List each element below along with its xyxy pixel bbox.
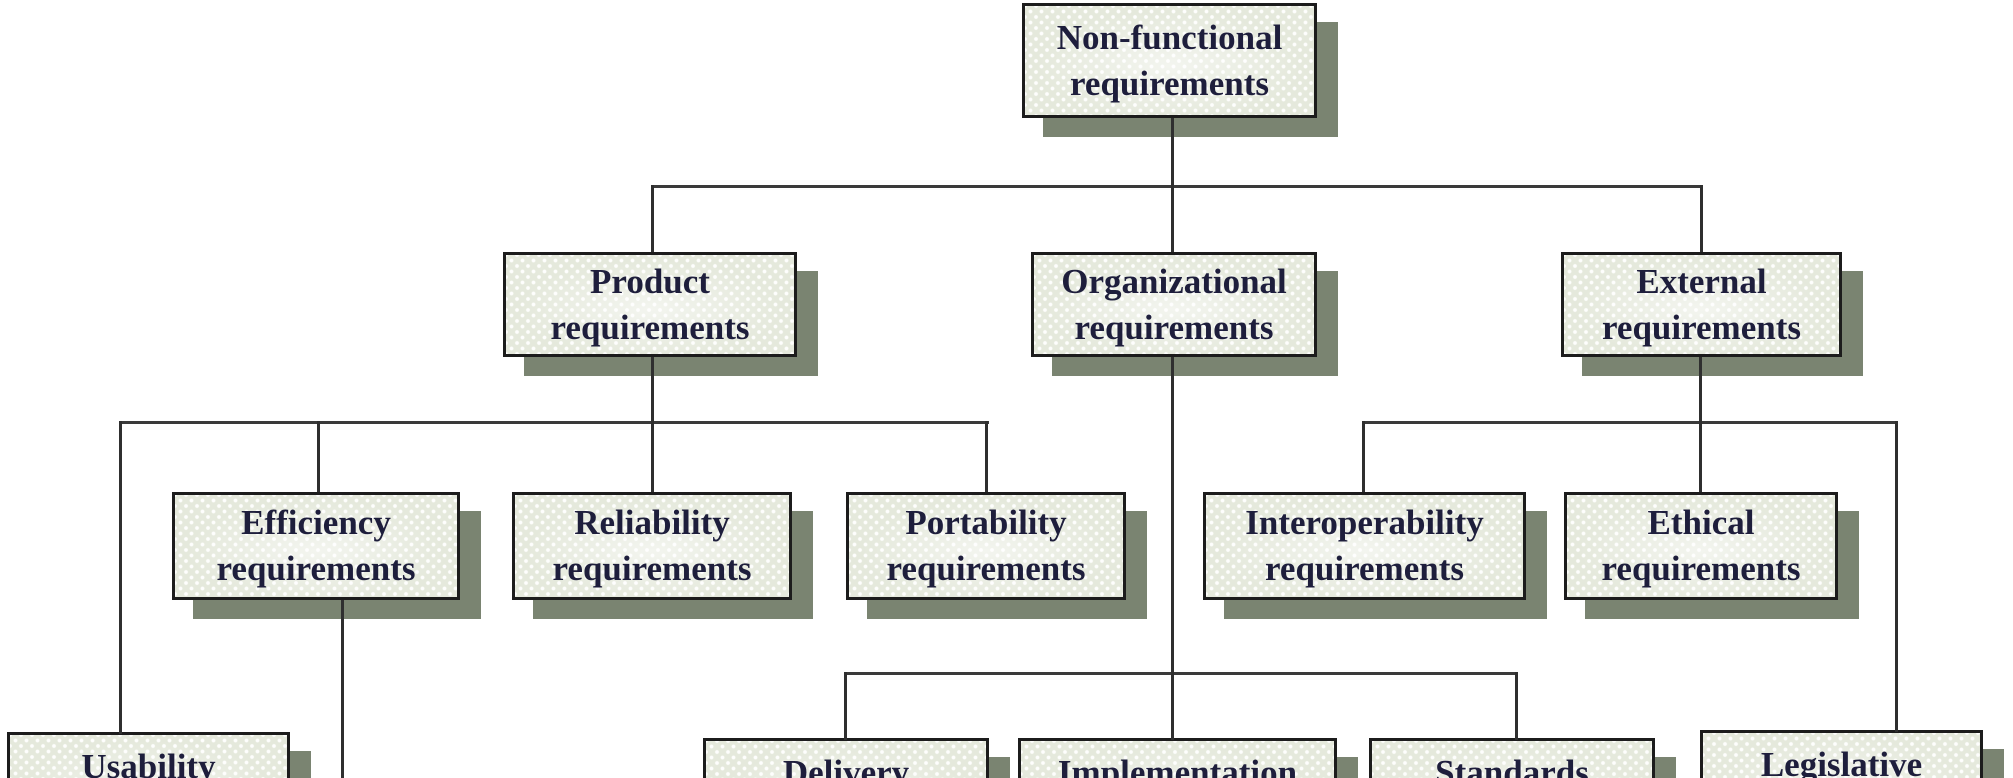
connector-external-riser <box>1700 185 1703 252</box>
node-label: requirements <box>550 307 750 347</box>
node-product-requirements: Product requirements <box>503 252 797 357</box>
node-label: requirements <box>216 549 416 588</box>
node-non-functional-requirements: Non-functional requirements <box>1022 3 1317 118</box>
node-reliability-requirements: Reliability requirements <box>512 492 792 600</box>
node-label: Portability <box>905 503 1067 542</box>
node-label: requirements <box>1265 549 1464 588</box>
connector-product-riser <box>651 185 654 252</box>
connector-interoperability-riser <box>1362 421 1365 492</box>
node-label: requirements <box>1601 549 1801 588</box>
node-efficiency-requirements: Efficiency requirements <box>172 492 460 600</box>
node-label: requirements <box>1074 307 1274 347</box>
node-interoperability-requirements: Interoperability requirements <box>1203 492 1526 600</box>
connector-organizational-children-bar <box>845 672 1518 675</box>
node-label: Ethical <box>1647 503 1755 542</box>
node-portability-requirements: Portability requirements <box>846 492 1126 600</box>
node-label: Delivery <box>782 752 910 778</box>
node-label: Organizational <box>1061 261 1287 301</box>
node-label: requirements <box>886 549 1086 588</box>
node-label: Product <box>590 261 710 301</box>
connector-organizational-drop <box>1171 357 1174 740</box>
node-implementation: Implementation <box>1018 738 1337 778</box>
node-label: External <box>1636 261 1767 301</box>
connector-delivery-riser <box>844 672 847 740</box>
connector-efficiency-riser <box>317 421 320 492</box>
node-legislative: Legislative <box>1700 730 1983 778</box>
node-delivery: Delivery <box>703 738 989 778</box>
connector-external-drop <box>1699 357 1702 492</box>
node-label: Usability <box>81 746 216 778</box>
connector-usability-drop <box>119 421 122 734</box>
node-label: Non-functional <box>1056 17 1283 57</box>
node-label: Efficiency <box>241 503 391 542</box>
connector-product-children-bar <box>119 421 989 424</box>
connector-portability-riser <box>985 421 988 492</box>
connector-product-drop <box>651 357 654 492</box>
connector-standards-riser <box>1515 672 1518 740</box>
connector-root-drop <box>1171 118 1174 252</box>
node-standards: Standards <box>1369 738 1655 778</box>
connector-efficiency-children-drop <box>341 600 344 778</box>
node-usability: Usability <box>7 732 290 778</box>
connector-external-children-bar <box>1362 421 1898 424</box>
node-organizational-requirements: Organizational requirements <box>1031 252 1317 357</box>
node-label: requirements <box>1602 307 1801 347</box>
node-ethical-requirements: Ethical requirements <box>1564 492 1838 600</box>
node-label: requirements <box>552 549 752 588</box>
node-label: Reliability <box>574 503 730 542</box>
node-label: Legislative <box>1760 744 1923 778</box>
node-label: Interoperability <box>1245 503 1484 542</box>
node-label: Standards <box>1435 752 1589 778</box>
node-external-requirements: External requirements <box>1561 252 1842 357</box>
connector-legislative-drop <box>1895 421 1898 732</box>
node-label: Implementation <box>1057 752 1298 778</box>
node-label: requirements <box>1070 63 1269 103</box>
connector-root-children-bar <box>651 185 1703 188</box>
